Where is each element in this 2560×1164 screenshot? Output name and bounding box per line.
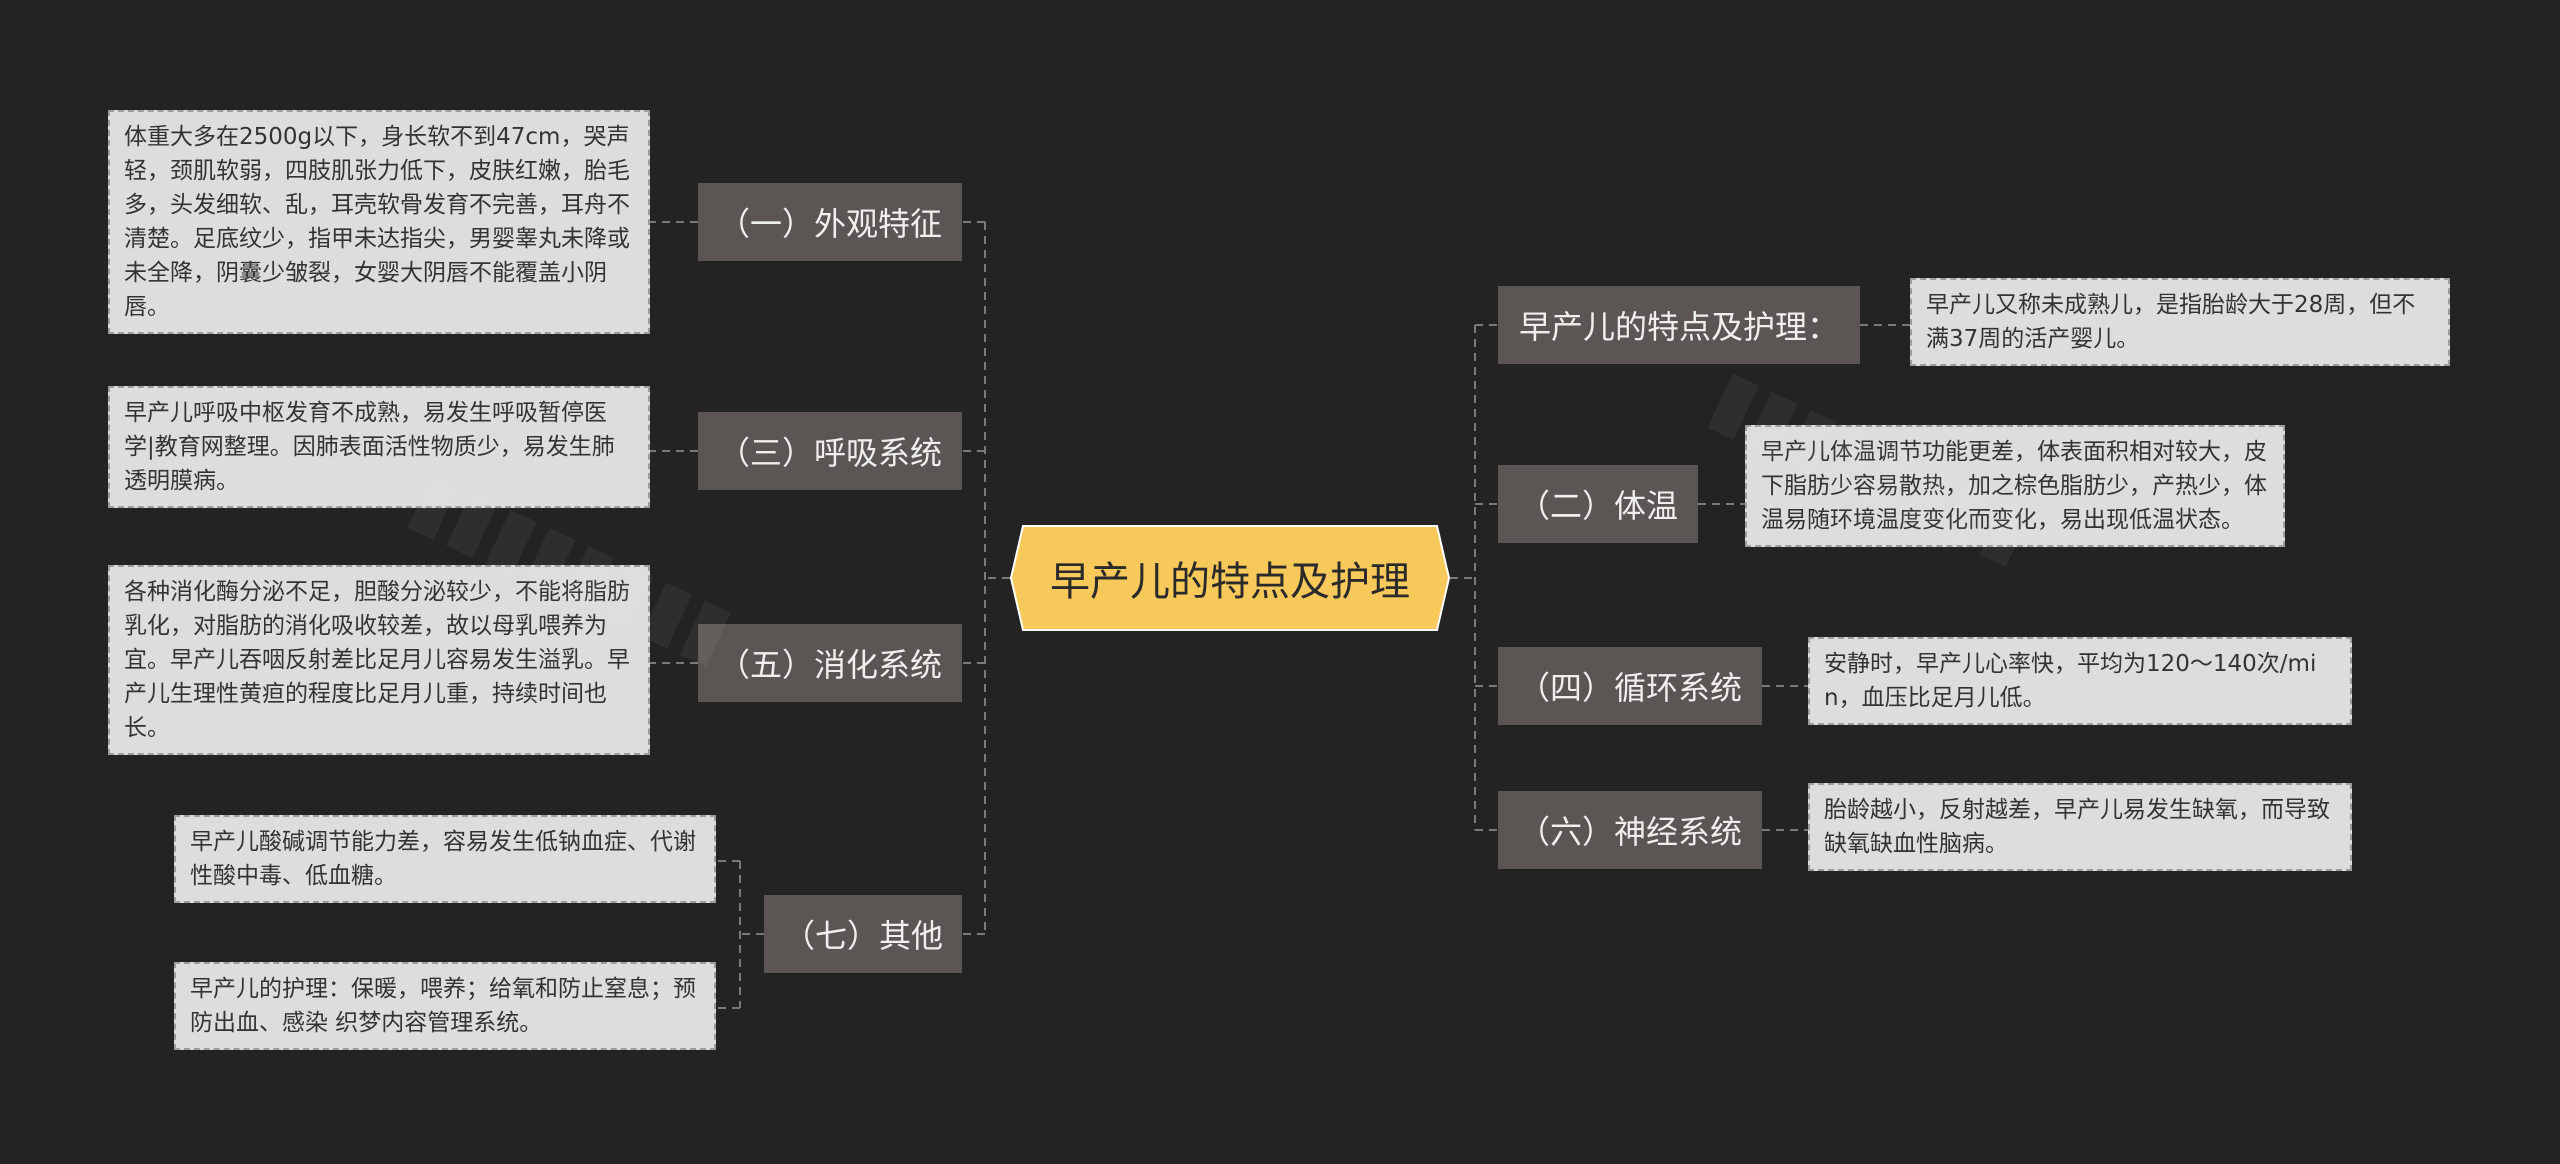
leaf-text: 各种消化酶分泌不足，胆酸分泌较少，不能将脂肪乳化，对脂肪的消化吸收较差，故以母乳… (124, 579, 630, 741)
branch-label: （三）呼吸系统 (717, 434, 942, 472)
branch-appearance[interactable]: （一）外观特征 (698, 183, 962, 261)
branch-label: （二）体温 (1517, 487, 1678, 525)
leaf-text: 早产儿体温调节功能更差，体表面积相对较大，皮下脂肪少容易散热，加之棕色脂肪少，产… (1761, 439, 2267, 533)
central-topic-title: 早产儿的特点及护理 (1050, 559, 1410, 605)
branch-label: （一）外观特征 (717, 205, 942, 243)
branch-label: 早产儿的特点及护理： (1518, 308, 1839, 346)
leaf-nervous-detail[interactable]: 胎龄越小，反射越差，早产儿易发生缺氧，而导致缺氧缺血性脑病。 (1808, 783, 2352, 871)
branch-label: （四）循环系统 (1517, 669, 1742, 707)
connector-branch7-trunk (739, 861, 764, 1008)
branch-label: （七）其他 (782, 917, 943, 955)
leaf-definition-detail[interactable]: 早产儿又称未成熟儿，是指胎龄大于28周，但不满37周的活产婴儿。 (1910, 278, 2450, 366)
branch-label: （六）神经系统 (1517, 813, 1742, 851)
leaf-text: 早产儿酸碱调节能力差，容易发生低钠血症、代谢性酸中毒、低血糖。 (190, 829, 696, 889)
branch-temperature[interactable]: （二）体温 (1498, 465, 1698, 543)
leaf-text: 体重大多在2500g以下，身长软不到47cm，哭声轻，颈肌软弱，四肢肌张力低下，… (124, 124, 630, 320)
branch-other[interactable]: （七）其他 (764, 895, 962, 973)
leaf-text: 胎龄越小，反射越差，早产儿易发生缺氧，而导致缺氧缺血性脑病。 (1824, 797, 2330, 857)
leaf-circulatory-detail[interactable]: 安静时，早产儿心率快，平均为120～140次/min，血压比足月儿低。 (1808, 637, 2352, 725)
leaf-other-nursing[interactable]: 早产儿的护理：保暖，喂养；给氧和防止窒息；预防出血、感染 织梦内容管理系统。 (174, 962, 716, 1050)
central-topic[interactable]: 早产儿的特点及护理 (1010, 525, 1450, 631)
leaf-text: 早产儿的护理：保暖，喂养；给氧和防止窒息；预防出血、感染 织梦内容管理系统。 (190, 976, 696, 1036)
leaf-temperature-detail[interactable]: 早产儿体温调节功能更差，体表面积相对较大，皮下脂肪少容易散热，加之棕色脂肪少，产… (1745, 425, 2285, 547)
leaf-appearance-detail[interactable]: 体重大多在2500g以下，身长软不到47cm，哭声轻，颈肌软弱，四肢肌张力低下，… (108, 110, 650, 334)
leaf-digestive-detail[interactable]: 各种消化酶分泌不足，胆酸分泌较少，不能将脂肪乳化，对脂肪的消化吸收较差，故以母乳… (108, 565, 650, 755)
branch-digestive[interactable]: （五）消化系统 (698, 624, 962, 702)
central-topic-outline (1010, 525, 1450, 631)
leaf-text: 安静时，早产儿心率快，平均为120～140次/min，血压比足月儿低。 (1824, 651, 2317, 711)
leaf-other-acidbase[interactable]: 早产儿酸碱调节能力差，容易发生低钠血症、代谢性酸中毒、低血糖。 (174, 815, 716, 903)
branch-label: （五）消化系统 (717, 646, 942, 684)
branch-nervous[interactable]: （六）神经系统 (1498, 791, 1762, 869)
leaf-respiratory-detail[interactable]: 早产儿呼吸中枢发育不成熟，易发生呼吸暂停医学|教育网整理。因肺表面活性物质少，易… (108, 386, 650, 508)
branch-circulatory[interactable]: （四）循环系统 (1498, 647, 1762, 725)
leaf-text: 早产儿呼吸中枢发育不成熟，易发生呼吸暂停医学|教育网整理。因肺表面活性物质少，易… (124, 400, 615, 494)
branch-definition[interactable]: 早产儿的特点及护理： (1498, 286, 1860, 364)
leaf-text: 早产儿又称未成熟儿，是指胎龄大于28周，但不满37周的活产婴儿。 (1926, 292, 2416, 352)
branch-respiratory[interactable]: （三）呼吸系统 (698, 412, 962, 490)
